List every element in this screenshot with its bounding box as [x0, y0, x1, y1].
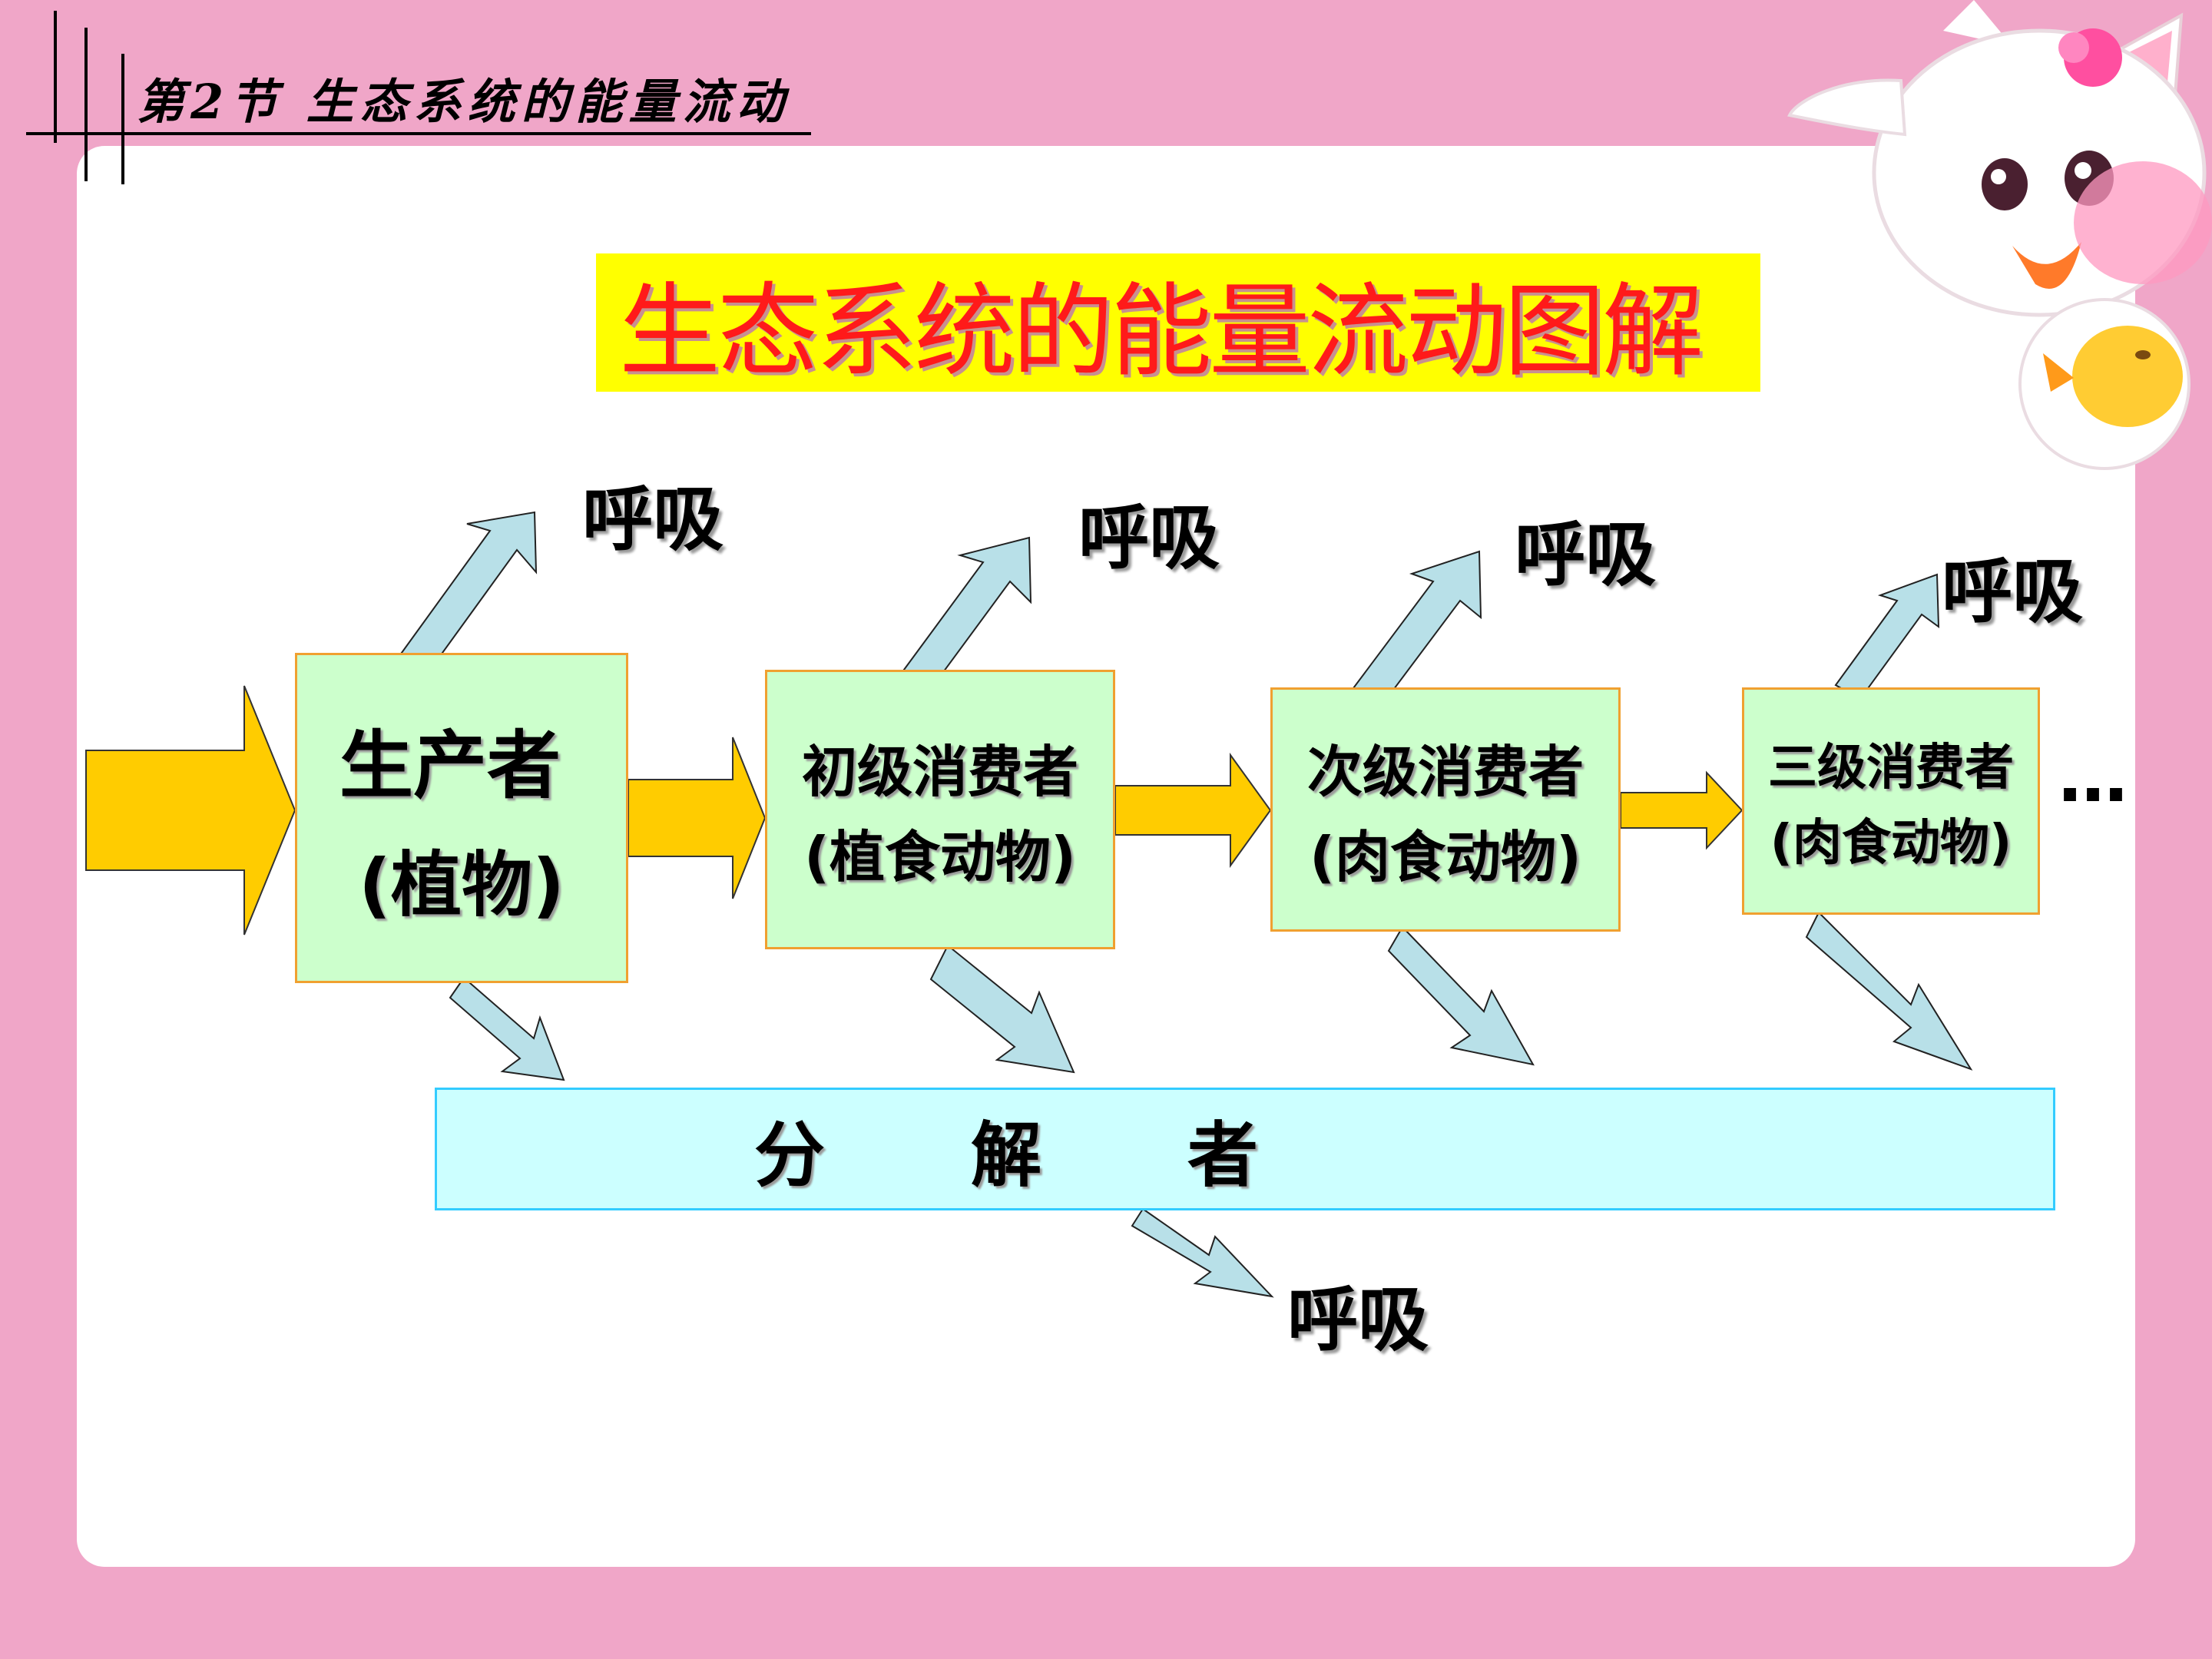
respiration-label-tertiary: 呼吸 — [1942, 551, 2084, 633]
secondary-consumer-sublabel: (肉食动物) — [1310, 825, 1581, 889]
producer-sublabel: (植物) — [358, 844, 565, 926]
section-title: 第2节 生态系统的能量流动 — [137, 74, 790, 130]
primary-consumer-sublabel: (植食动物) — [804, 825, 1076, 889]
tertiary-consumer-label: 三级消费者 — [1768, 740, 2014, 796]
header-rule-h — [26, 132, 811, 135]
primary-consumer-box: 初级消费者 (植食动物) — [765, 670, 1115, 949]
respiration-arrow-primary — [900, 536, 1032, 694]
tertiary-consumer-sublabel: (肉食动物) — [1770, 815, 2012, 872]
primary-consumer-label: 初级消费者 — [801, 740, 1078, 804]
energy-arrow-secondary-to-tertiary — [1620, 770, 1743, 850]
respiration-arrow-decomposer — [1131, 1207, 1274, 1298]
decomposition-arrow-primary — [929, 944, 1075, 1074]
energy-arrow-primary-to-secondary — [1114, 752, 1272, 869]
decomposition-arrow-secondary — [1387, 926, 1535, 1066]
sunlight-energy-arrow — [85, 685, 296, 935]
cat-mascot-illustration — [1787, 0, 2212, 470]
respiration-label-primary: 呼吸 — [1078, 497, 1220, 579]
respiration-arrow-secondary — [1352, 550, 1482, 709]
producer-label: 生产者 — [339, 723, 561, 809]
respiration-label-producer: 呼吸 — [582, 478, 724, 561]
secondary-consumer-label: 次级消费者 — [1306, 740, 1584, 804]
header-rule-v2 — [84, 28, 88, 181]
continuation-ellipsis: … — [2058, 737, 2128, 818]
diagram-title-band: 生态系统的能量流动图解 — [596, 253, 1760, 392]
decomposition-arrow-tertiary — [1805, 911, 1973, 1071]
respiration-arrow-producer — [398, 511, 538, 677]
header-rule-v3 — [121, 54, 124, 184]
respiration-label-secondary: 呼吸 — [1515, 514, 1657, 596]
tertiary-consumer-box: 三级消费者 (肉食动物) — [1742, 687, 2040, 915]
respiration-arrow-tertiary — [1834, 573, 1940, 700]
secondary-consumer-box: 次级消费者 (肉食动物) — [1270, 687, 1621, 932]
producer-box: 生产者 (植物) — [295, 653, 628, 983]
decomposition-arrow-producer — [449, 976, 565, 1081]
header-rule-v1 — [54, 11, 57, 143]
decomposer-box: 分 解 者 — [435, 1088, 2055, 1210]
energy-arrow-producer-to-primary — [628, 737, 767, 899]
respiration-label-decomposer: 呼吸 — [1287, 1279, 1429, 1361]
decomposer-label: 分 解 者 — [753, 1114, 1260, 1197]
diagram-title: 生态系统的能量流动图解 — [619, 272, 1704, 391]
